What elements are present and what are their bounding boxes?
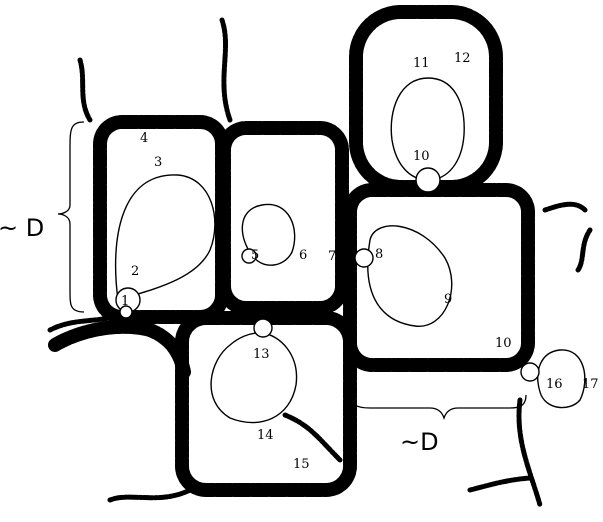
horizontal-bracket — [350, 395, 526, 418]
label-6: 6 — [299, 248, 307, 263]
strand-bottom-right-a — [519, 400, 540, 505]
label-3: 3 — [154, 155, 162, 170]
cell-wall-bottom-left — [55, 327, 184, 372]
strand-bottom-left — [110, 490, 190, 500]
label-17: 17 — [582, 377, 599, 392]
label-11: 11 — [413, 56, 430, 71]
bubble-9 — [368, 226, 452, 326]
strand-bottom-right-b — [470, 478, 530, 490]
bubble-10-bottom — [521, 363, 539, 381]
bubble-3 — [116, 175, 215, 300]
bubble-11 — [391, 78, 464, 180]
label-10-top: 10 — [413, 149, 430, 164]
strand-right — [545, 204, 585, 210]
horizontal-dimension-label: ~D — [400, 428, 439, 456]
label-13: 13 — [253, 347, 270, 362]
label-1: 1 — [121, 294, 129, 309]
bubble-8 — [355, 249, 373, 267]
strand-top-middle — [222, 20, 230, 120]
strand-centre-bottom — [285, 415, 340, 460]
label-10-bottom: 10 — [495, 336, 512, 351]
label-15: 15 — [293, 457, 310, 472]
label-5: 5 — [251, 248, 259, 263]
vertical-bracket — [58, 122, 84, 312]
label-7: 7 — [328, 249, 336, 264]
strand-top-left — [80, 60, 90, 120]
label-2: 2 — [131, 264, 139, 279]
label-16: 16 — [546, 377, 563, 392]
label-9: 9 — [444, 292, 452, 307]
strand-right-b — [578, 230, 590, 270]
label-12: 12 — [454, 51, 471, 66]
bubble-13 — [254, 319, 272, 337]
label-14: 14 — [257, 428, 274, 443]
bubble-10-top — [416, 168, 440, 192]
label-8: 8 — [375, 247, 383, 262]
label-4: 4 — [140, 131, 148, 146]
vertical-dimension-label: ~ D — [0, 214, 44, 242]
